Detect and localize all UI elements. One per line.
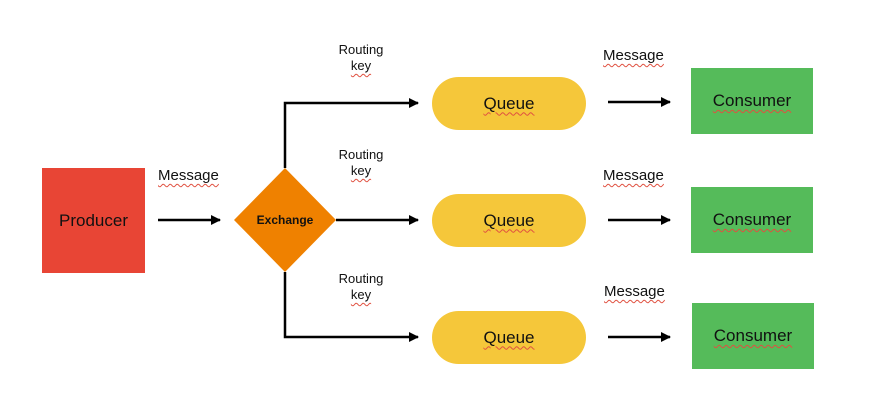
message-1-text: Message [603, 47, 664, 64]
queue-1-label: Queue [483, 93, 535, 113]
consumer-1-label: Consumer [712, 91, 792, 110]
routing-key-2-line2: key [350, 163, 372, 178]
exchange-diamond [234, 168, 336, 272]
message-label-1: Message [603, 48, 664, 64]
queue-node-1: Queue [432, 77, 586, 130]
routing-key-label-2: Routing key [331, 147, 391, 179]
consumer-3-label: Consumer [713, 326, 793, 345]
edge-exchange-to-queue-1 [283, 98, 419, 168]
producer-message-text: Message [158, 167, 219, 184]
routing-key-label-1: Routing key [331, 42, 391, 74]
consumer-node-1: Consumer [691, 68, 813, 134]
queue-3-label: Queue [483, 327, 535, 347]
consumer-node-2: Consumer [691, 187, 813, 253]
producer-message-label: Message [158, 168, 219, 184]
routing-key-label-3: Routing key [331, 271, 391, 303]
exchange-label: Exchange [256, 213, 314, 227]
queue-node-2: Queue [432, 194, 586, 247]
edge-exchange-to-queue-3 [283, 272, 419, 342]
message-label-3: Message [604, 284, 665, 300]
routing-key-3-line1: Routing [338, 271, 384, 286]
message-label-2: Message [603, 168, 664, 184]
routing-key-3-line2: key [350, 287, 372, 302]
routing-key-1-line2: key [350, 58, 372, 73]
queue-2-label: Queue [483, 210, 535, 230]
queue-node-3: Queue [432, 311, 586, 364]
producer-label: Producer [59, 210, 128, 230]
consumer-2-label: Consumer [712, 210, 792, 229]
consumer-node-3: Consumer [692, 303, 814, 369]
message-3-text: Message [604, 283, 665, 300]
routing-key-1-line1: Routing [338, 42, 384, 57]
message-2-text: Message [603, 167, 664, 184]
routing-key-2-line1: Routing [338, 147, 384, 162]
producer-node: Producer [42, 168, 145, 273]
